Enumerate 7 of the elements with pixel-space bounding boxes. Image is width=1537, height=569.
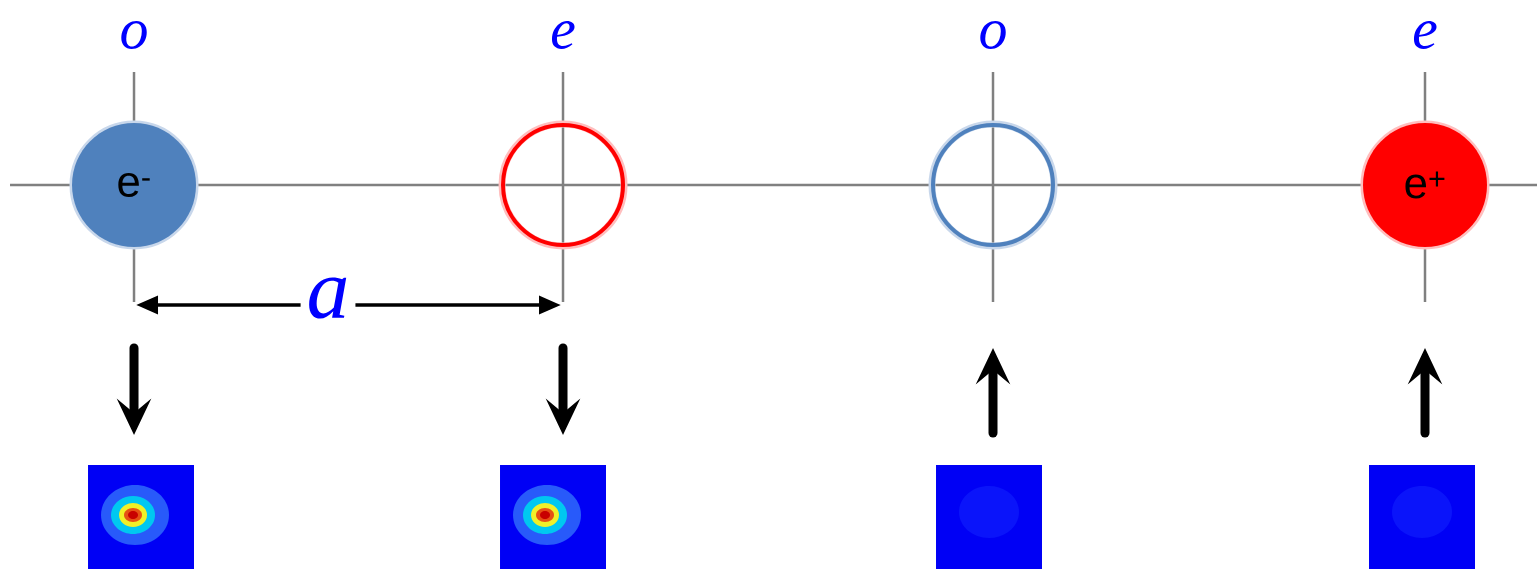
axis-label: e: [1413, 21, 1437, 49]
axis-label: a: [300, 277, 356, 319]
axis-label: e: [551, 21, 575, 49]
axis-label: o: [121, 21, 147, 49]
particle-circle: [928, 120, 1058, 250]
particle-circle: [498, 120, 628, 250]
axis-label: o: [980, 21, 1006, 49]
